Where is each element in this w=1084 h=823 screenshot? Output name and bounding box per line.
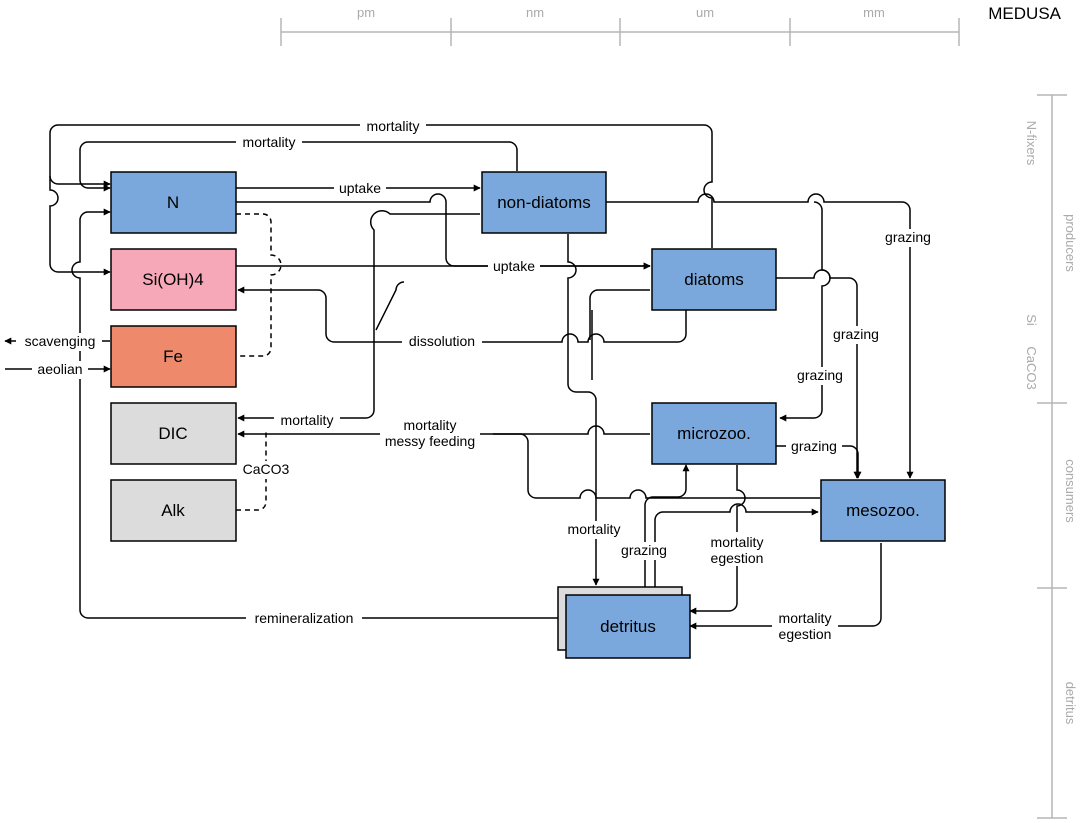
category-producers: producers — [1063, 214, 1078, 272]
box-non-diatoms: non-diatoms — [481, 171, 607, 234]
mortality-mesozoo-detritus — [689, 543, 882, 630]
label-micro-egestion: egestion — [711, 550, 764, 566]
mortality-microzoo-detritus — [689, 465, 746, 615]
label-grazing-detritus: grazing — [621, 542, 667, 558]
label-remineralization: remineralization — [255, 610, 354, 626]
category-n-fixers: N-fixers — [1024, 121, 1039, 166]
mortality-nondiatoms-detritus — [567, 234, 600, 586]
category-si: Si — [1024, 314, 1039, 326]
label-dissolution: dissolution — [409, 333, 475, 349]
svg-text:Fe: Fe — [163, 347, 183, 366]
label-uptake-2: uptake — [493, 258, 535, 274]
box-dic: DIC — [110, 402, 237, 465]
svg-text:Alk: Alk — [161, 501, 185, 520]
category-caco3: CaCO3 — [1024, 346, 1039, 389]
label-mortality-messy-1: mortality — [404, 417, 457, 433]
label-mortality-top: mortality — [367, 118, 420, 134]
svg-text:mesozoo.: mesozoo. — [846, 501, 920, 520]
remineralization-line — [71, 208, 558, 619]
flow-labels: mortality mortality uptake uptake dissol… — [16, 117, 936, 644]
svg-text:N: N — [167, 193, 179, 212]
label-mortality-second: mortality — [243, 134, 296, 150]
label-meso-mortality: mortality — [779, 610, 832, 626]
label-mortality-dic: mortality — [281, 412, 334, 428]
category-bracket: N-fixers Si CaCO3 producers consumers de… — [1024, 94, 1078, 819]
diagram-title: MEDUSA — [988, 4, 1061, 23]
label-grazing-micro: grazing — [791, 438, 837, 454]
box-sioh4: Si(OH)4 — [110, 248, 237, 311]
svg-text:microzoo.: microzoo. — [677, 424, 751, 443]
label-grazing-diatoms: grazing — [833, 326, 879, 342]
svg-text:non-diatoms: non-diatoms — [497, 193, 591, 212]
label-scavenging: scavenging — [25, 333, 96, 349]
uptake-n-diatoms — [236, 193, 651, 270]
grazing-nondiatoms-microzoo — [779, 201, 831, 422]
box-detritus: detritus — [557, 586, 691, 659]
label-grazing-right: grazing — [885, 229, 931, 245]
scale-label-nm: nm — [526, 5, 544, 20]
label-micro-mortality: mortality — [711, 534, 764, 550]
box-mesozoo: mesozoo. — [820, 479, 946, 542]
fe-uptake-dashed — [236, 213, 282, 357]
grazing-microzoo-mesozoo — [776, 445, 862, 479]
dissolution-line — [237, 286, 687, 343]
scale-label-pm: pm — [357, 5, 375, 20]
size-scale: pm nm um mm — [280, 5, 960, 46]
box-fe: Fe — [110, 325, 237, 388]
svg-text:Si(OH)4: Si(OH)4 — [142, 270, 203, 289]
scale-label-mm: mm — [863, 5, 885, 20]
category-consumers: consumers — [1063, 459, 1078, 523]
label-aeolian: aeolian — [37, 361, 82, 377]
box-n: N — [110, 171, 237, 234]
mortality-loop-inner — [79, 141, 518, 192]
label-caco3: CaCO3 — [243, 461, 290, 477]
svg-text:diatoms: diatoms — [684, 270, 744, 289]
svg-text:DIC: DIC — [158, 424, 187, 443]
box-alk: Alk — [110, 479, 237, 542]
box-microzoo: microzoo. — [651, 402, 777, 465]
svg-text:detritus: detritus — [600, 617, 656, 636]
label-uptake-1: uptake — [339, 180, 381, 196]
grazing-nondiatoms-mesozoo — [606, 193, 914, 479]
mortality-loop-outer — [49, 124, 713, 276]
category-detritus: detritus — [1063, 682, 1078, 725]
mortality-nondiatoms-dic — [237, 209, 480, 422]
label-meso-egestion: egestion — [779, 626, 832, 642]
label-mortality-messy-2: messy feeding — [385, 433, 475, 449]
label-mortality-detritus: mortality — [568, 521, 621, 537]
box-diatoms: diatoms — [651, 248, 777, 311]
grazing-detritus-microzoo — [644, 464, 690, 587]
caco3-dashed — [236, 430, 267, 511]
label-grazing-nondiatoms: grazing — [797, 367, 843, 383]
flow-lines — [4, 124, 914, 630]
grazing-detritus-mesozoo — [654, 503, 819, 587]
scale-label-um: um — [696, 5, 714, 20]
grazing-diatoms-mesozoo — [776, 269, 861, 479]
